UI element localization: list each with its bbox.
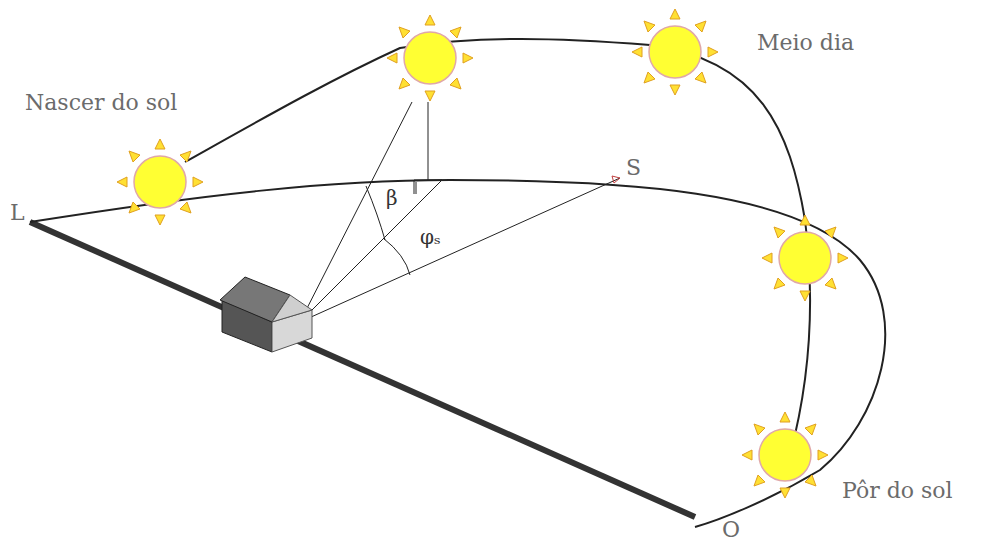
- direction-label: S: [626, 157, 641, 179]
- angle-label: β: [386, 188, 398, 208]
- event-label: Nascer do sol: [25, 92, 177, 114]
- event-label: Meio dia: [757, 32, 854, 54]
- sun-path: [185, 39, 810, 455]
- angle-label: φₛ: [420, 227, 441, 247]
- horizon-curve: [30, 180, 885, 527]
- direction-label: O: [722, 519, 740, 541]
- ground-line: [30, 222, 695, 517]
- direction-label: L: [10, 202, 25, 224]
- event-label: Pôr do sol: [842, 480, 953, 502]
- house: [220, 277, 312, 352]
